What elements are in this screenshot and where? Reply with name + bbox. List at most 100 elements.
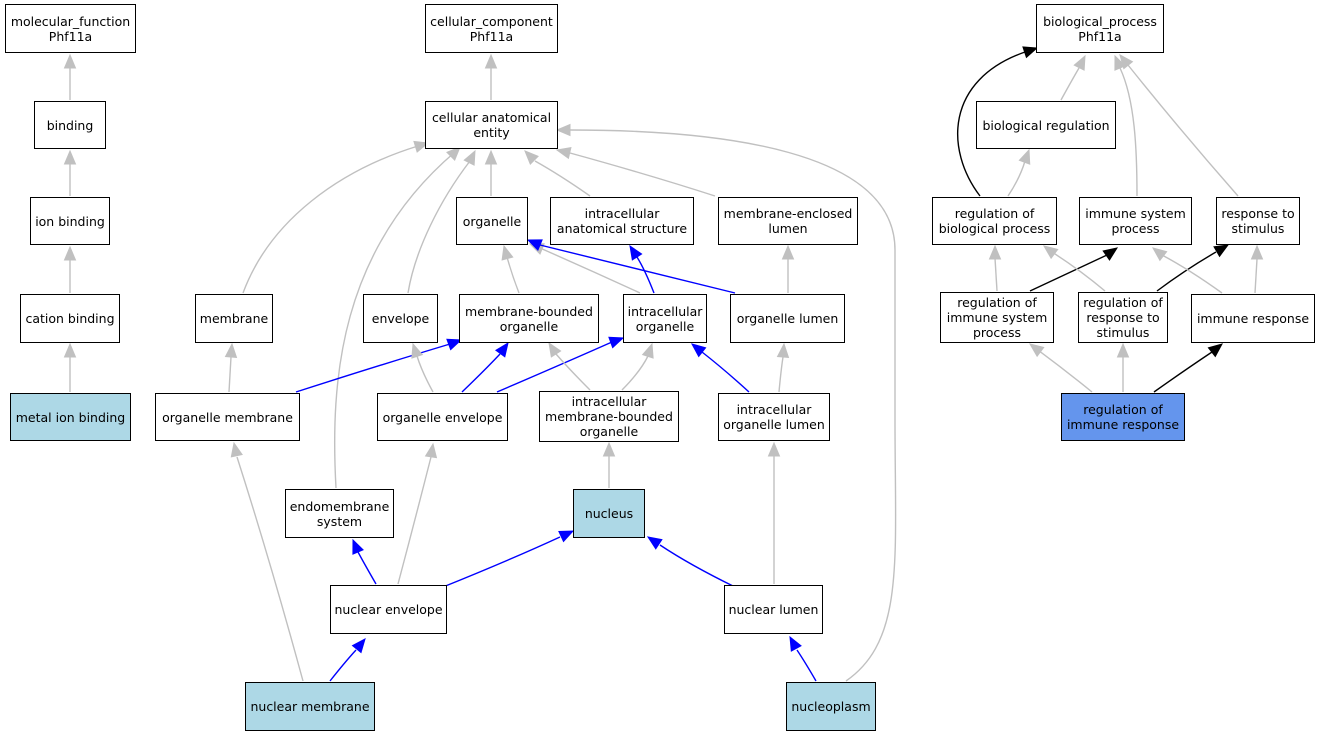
edge-organelle-to-cae-arrowhead (484, 149, 498, 165)
edge-mbo-to-organelle-arrowhead (501, 244, 514, 261)
node-regulation-of-immune-system-process[interactable]: regulation of immune system process (940, 292, 1054, 343)
edge-np-to-nl-arrowhead (789, 635, 802, 652)
node-nuclear-lumen[interactable]: nuclear lumen (724, 585, 823, 634)
node-envelope[interactable]: envelope (363, 294, 438, 343)
edge-np-to-nl (796, 649, 817, 682)
edge-rrs-to-rts-arrowhead (1213, 244, 1230, 258)
node-organelle-lumen[interactable]: organelle lumen (730, 294, 845, 343)
node-membrane-enclosed-lumen[interactable]: membrane-enclosed lumen (718, 197, 858, 245)
edge-iol-to-io-arrowhead (690, 343, 707, 358)
edge-imbo-to-io-arrowhead (641, 342, 654, 359)
node-cellular-component-root[interactable]: cellular_component Phf11a (425, 4, 558, 53)
edge-rir-to-ir-arrowhead (1207, 343, 1224, 358)
edge-rrs-to-rts (1156, 251, 1217, 292)
edge-membrane-to-cae-arrowhead (413, 140, 430, 153)
edge-rts-to-bp (1127, 64, 1239, 197)
edge-rir-to-risp (1037, 349, 1093, 393)
edge-envelope-to-cae (407, 160, 471, 294)
node-binding[interactable]: binding (34, 101, 106, 149)
edge-ne-to-nucleus-arrowhead (558, 530, 575, 543)
node-intracellular-organelle-lumen[interactable]: intracellular organelle lumen (718, 393, 830, 441)
edge-oe-to-mbo-arrowhead (495, 341, 509, 358)
node-nuclear-membrane[interactable]: nuclear membrane (245, 682, 375, 731)
edge-om-to-mbo (295, 343, 451, 393)
node-membrane-bounded-organelle[interactable]: membrane-bounded organelle (459, 294, 599, 343)
node-response-to-stimulus[interactable]: response to stimulus (1216, 197, 1300, 245)
node-regulation-of-immune-response[interactable]: regulation of immune response (1061, 393, 1185, 441)
edge-ir-to-rts-arrowhead (1250, 244, 1264, 260)
node-immune-response[interactable]: immune response (1191, 294, 1315, 343)
edge-imbo-to-io (621, 355, 649, 391)
node-organelle-envelope[interactable]: organelle envelope (377, 393, 508, 441)
edge-ir-to-isp (1161, 254, 1223, 294)
node-cellular-anatomical-entity[interactable]: cellular anatomical entity (425, 101, 558, 149)
edge-es-to-cae-arrowhead (446, 146, 461, 161)
edge-ne-to-oe (397, 456, 432, 585)
node-ion-binding[interactable]: ion binding (30, 197, 110, 245)
node-intracellular-membrane-bounded-organelle[interactable]: intracellular membrane-bounded organelle (539, 391, 679, 442)
edge-mel-to-cae (569, 152, 716, 197)
edge-rir-to-risp-arrowhead (1028, 343, 1045, 358)
edge-iol-to-ol (778, 356, 784, 393)
edge-oe-to-io-arrowhead (608, 336, 625, 349)
node-molecular-function-root[interactable]: molecular_function Phf11a (5, 4, 136, 53)
node-nucleus[interactable]: nucleus (573, 489, 645, 538)
edge-ol-to-organelle-arrowhead (526, 239, 543, 251)
edge-br-to-bp-arrowhead (1073, 54, 1086, 71)
edge-ias-to-cae-arrowhead (524, 150, 539, 165)
edge-om-to-mbo-arrowhead (446, 338, 463, 351)
node-nucleoplasm[interactable]: nucleoplasm (786, 682, 876, 731)
node-organelle-membrane[interactable]: organelle membrane (155, 393, 300, 441)
node-intracellular-anatomical-structure[interactable]: intracellular anatomical structure (550, 197, 694, 245)
edge-nm-to-ne-arrowhead (351, 638, 366, 654)
edge-rbp-to-br-arrowhead (1018, 148, 1031, 165)
edge-imbo-to-mbo (555, 353, 591, 391)
node-immune-system-process[interactable]: immune system process (1079, 197, 1192, 245)
edge-mel-to-cae-arrowhead (555, 146, 572, 160)
node-cation-binding[interactable]: cation binding (20, 294, 120, 343)
node-regulation-of-response-to-stimulus[interactable]: regulation of response to stimulus (1078, 292, 1168, 343)
edge-np-to-cae (569, 129, 897, 682)
edge-io-to-organelle (539, 247, 641, 294)
edge-rir-to-ir (1153, 351, 1213, 393)
edge-ne-to-nucleus (442, 536, 561, 588)
edge-cation-to-ionbinding-arrowhead (63, 245, 77, 261)
node-regulation-of-biological-process[interactable]: regulation of biological process (932, 197, 1057, 245)
node-nuclear-envelope[interactable]: nuclear envelope (330, 585, 447, 634)
edge-metal-to-cation-arrowhead (63, 342, 77, 358)
edge-nucleus-to-imbo-arrowhead (602, 441, 616, 457)
node-intracellular-organelle[interactable]: intracellular organelle (623, 294, 707, 343)
edge-ir-to-isp-arrowhead (1151, 247, 1168, 262)
edge-mbo-to-organelle (506, 256, 520, 294)
node-metal-ion-binding[interactable]: metal ion binding (10, 393, 131, 441)
node-biological-process-root[interactable]: biological_process Phf11a (1036, 4, 1164, 53)
edge-nl-to-iol-arrowhead (767, 441, 781, 457)
node-organelle[interactable]: organelle (456, 197, 528, 245)
edge-oe-to-io (496, 341, 613, 393)
edge-np-to-cae-arrowhead (555, 123, 571, 137)
edge-br-to-bp (1060, 67, 1080, 101)
edge-isp-to-bp (1119, 67, 1138, 197)
node-membrane[interactable]: membrane (195, 294, 273, 343)
edge-nm-to-ne (329, 649, 357, 682)
edge-iol-to-ol-arrowhead (776, 342, 790, 358)
node-biological-regulation[interactable]: biological regulation (976, 101, 1116, 149)
edge-oe-to-envelope (416, 355, 434, 393)
edge-io-to-ias (636, 256, 655, 294)
edge-imbo-to-mbo-arrowhead (548, 341, 562, 358)
edge-nl-to-nucleus-arrowhead (646, 536, 663, 550)
edge-io-to-ias-arrowhead (629, 244, 643, 261)
edge-nm-to-om-arrowhead (230, 441, 243, 458)
edge-membrane-to-cae (242, 145, 419, 294)
edge-risp-to-rbp (994, 257, 998, 292)
edge-risp-to-rbp-arrowhead (988, 244, 1002, 260)
edge-ne-to-oe-arrowhead (424, 442, 438, 459)
edge-ol-to-organelle (539, 244, 736, 294)
edge-rts-to-bp-arrowhead (1119, 53, 1134, 70)
edge-nl-to-nucleus (659, 544, 736, 588)
node-endomembrane-system[interactable]: endomembrane system (285, 489, 394, 538)
edge-envelope-to-cae-arrowhead (463, 149, 476, 166)
edge-om-to-membrane (228, 356, 232, 393)
edge-rrs-to-rbp (1051, 251, 1106, 292)
